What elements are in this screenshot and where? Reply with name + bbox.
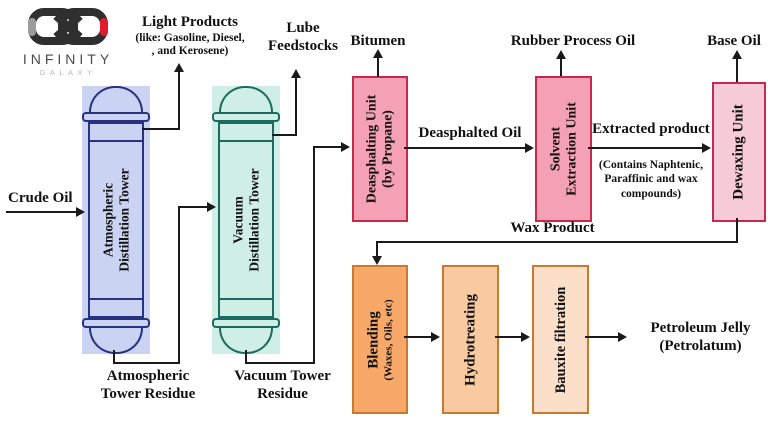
tower-ring (212, 112, 280, 122)
arrow-lube-feedstocks-head (291, 69, 301, 78)
tower-seam (90, 298, 142, 300)
solvent-extraction-unit: Solvent Extraction Unit (535, 76, 592, 222)
unit-label: Solvent Extraction Unit (547, 102, 579, 196)
arrow-atm-residue-line (178, 206, 180, 364)
infinity-logo-icon (28, 8, 108, 45)
arrow-hydrotreating-bauxite-line (495, 336, 522, 338)
arrow-lube-feedstocks-line (295, 78, 297, 136)
arrow-vac-residue-line (245, 350, 247, 364)
logo-sub-text: GALAXY (39, 68, 97, 77)
arrow-vac-residue-line (313, 146, 315, 364)
hydrotreating-unit: Hydrotreating (442, 265, 499, 414)
arrow-petroleum-jelly-head (618, 332, 627, 342)
tower-label: Vacuum Distillation Tower (230, 168, 261, 272)
arrow-bitumen-line (377, 57, 379, 77)
label-deasphalted-oil: Deasphalted Oil (418, 125, 522, 141)
label-light-products: Light Products (like: Gasoline, Diesel, … (135, 14, 245, 58)
arrow-vac-residue-line (313, 146, 341, 148)
arrow-light-products-line (178, 72, 180, 130)
tower-dome-bottom (89, 328, 143, 354)
unit-label: Bauxite filtration (552, 286, 569, 393)
arrow-rubber-oil-line (560, 58, 562, 76)
dewaxing-unit: Dewaxing Unit (712, 82, 766, 222)
arrow-hydrotreating-bauxite-head (521, 332, 530, 342)
infinity-galaxy-logo: INFINITY GALAXY (16, 6, 120, 77)
label-lube-feedstocks: Lube Feedstocks (268, 20, 338, 54)
tower-body: Vacuum Distillation Tower (218, 122, 274, 318)
label-wax-product: Wax Product (510, 220, 595, 236)
arrow-atm-residue-line (113, 362, 180, 364)
tower-dome-top (89, 86, 143, 112)
arrow-base-oil-head (732, 50, 742, 59)
tower-label: Atmospheric Distillation Tower (100, 168, 131, 272)
arrow-blending-hydrotreating-head (431, 332, 440, 342)
unit-label: Blending (Waxes, Oils, etc) (365, 298, 395, 381)
arrow-rubber-oil-head (556, 50, 566, 59)
tower-seam (90, 140, 142, 142)
label-base-oil: Base Oil (707, 33, 761, 49)
arrow-vac-residue-line (245, 362, 315, 364)
arrow-extracted-product-head (702, 143, 711, 153)
arrow-base-oil-line (736, 58, 738, 82)
arrow-atm-residue-line (178, 206, 207, 208)
arrow-wax-product-line (376, 241, 378, 257)
label-extracted-note: (Contains Naphtenic, Paraffinic and wax … (598, 159, 704, 200)
blending-unit: Blending (Waxes, Oils, etc) (352, 265, 408, 414)
arrow-deasphalted-oil-head (525, 143, 534, 153)
arrow-wax-product-line (376, 241, 738, 243)
arrow-extracted-product-line (588, 147, 702, 149)
tower-seam (220, 140, 272, 142)
tower-ring (212, 318, 280, 328)
arrow-vac-residue-head (341, 142, 350, 152)
arrow-crude-oil-line (6, 211, 76, 213)
label-crude-oil: Crude Oil (8, 190, 73, 206)
label-petroleum-jelly: Petroleum Jelly (Petrolatum) (650, 320, 751, 354)
unit-label: Dewaxing Unit (730, 104, 747, 200)
arrow-wax-product-line (736, 218, 738, 243)
arrow-atm-residue-line (113, 350, 115, 364)
unit-label: Deasphalting Unit (by Propane) (364, 94, 395, 204)
bauxite-filtration-unit: Bauxite filtration (532, 265, 589, 414)
arrow-bitumen-head (373, 49, 383, 58)
label-rubber-process-oil: Rubber Process Oil (510, 33, 636, 49)
logo-brand-text: INFINITY (22, 51, 114, 67)
tower-body: Atmospheric Distillation Tower (88, 122, 144, 318)
arrow-crude-oil-head (76, 207, 85, 217)
arrow-atm-residue-head (207, 202, 216, 212)
label-vacuum-tower-residue: Vacuum Tower Residue (234, 368, 331, 402)
tower-ring (82, 318, 150, 328)
unit-label: Hydrotreating (462, 293, 479, 386)
arrow-lube-feedstocks-line (272, 134, 297, 136)
label-bitumen: Bitumen (350, 33, 406, 49)
arrow-light-products-head (174, 63, 184, 72)
tower-seam (220, 298, 272, 300)
tower-ring (82, 112, 150, 122)
arrow-light-products-line (142, 128, 180, 130)
arrow-wax-product-head (372, 256, 382, 265)
tower-dome-top (219, 86, 273, 112)
deasphalting-unit: Deasphalting Unit (by Propane) (352, 76, 408, 222)
arrow-deasphalted-oil-line (404, 147, 525, 149)
vacuum-distillation-tower: Vacuum Distillation Tower (212, 86, 280, 354)
label-atmospheric-tower-residue: Atmospheric Tower Residue (100, 368, 196, 402)
label-extracted-product: Extracted product (592, 121, 710, 137)
arrow-blending-hydrotreating-line (404, 336, 432, 338)
arrow-petroleum-jelly-line (585, 336, 619, 338)
atmospheric-distillation-tower: Atmospheric Distillation Tower (82, 86, 150, 354)
